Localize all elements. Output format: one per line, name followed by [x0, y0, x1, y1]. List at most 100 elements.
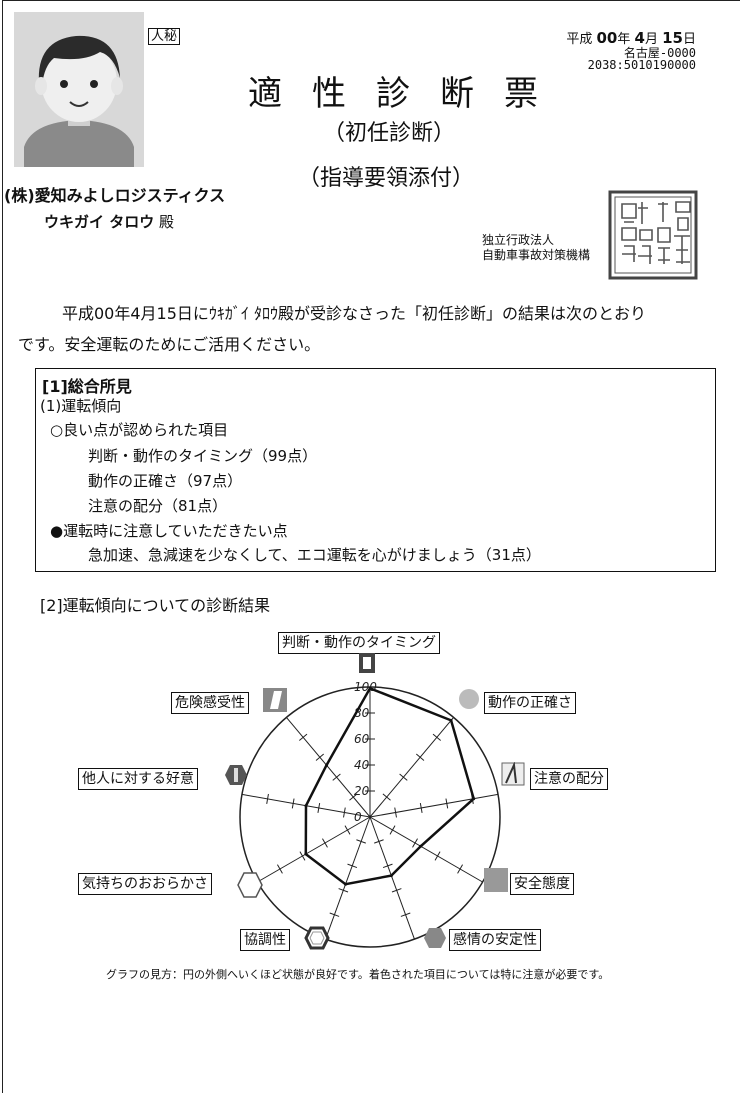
recipient-honorific: 殿 [159, 213, 175, 231]
radar-axis-line [286, 717, 371, 818]
chart-caption: グラフの見方：円の外側へいくほど状態が良好です。着色された項目については特に注意… [106, 968, 610, 981]
intro-line-2: です。安全運転のためにご活用ください。 [18, 335, 321, 354]
radar-tick-label: 0 [354, 810, 362, 824]
radar-data-point [472, 797, 476, 801]
radar-tick [266, 793, 269, 804]
radar-tick-label: 20 [354, 784, 370, 798]
radar-data-point [419, 844, 423, 848]
page-border-top [2, 0, 740, 1]
axis-label-timing: 判断・動作のタイミング [278, 632, 440, 654]
accuracy-marker-icon [459, 689, 479, 709]
radar-data-point [344, 882, 348, 886]
official-seal [608, 190, 698, 280]
issuer-line-2: 自動車事故対策機構 [482, 248, 591, 262]
radar-data-point [304, 804, 308, 808]
radar-tick [457, 864, 463, 874]
radar-axis-line [369, 793, 499, 818]
timing-marker-icon [359, 653, 375, 673]
radar-data-polygon [304, 686, 476, 886]
generosity-marker-icon [237, 872, 263, 898]
radar-data-point [325, 763, 329, 767]
date-era: 平成 [566, 32, 593, 47]
hazard-marker-icon [263, 688, 287, 712]
radar-tick [389, 825, 396, 835]
radar-tick [399, 773, 408, 781]
radar-tick [434, 851, 441, 861]
axis-label-goodwill: 他人に対する好意 [78, 768, 198, 790]
confidential-mark: 人秘 [148, 28, 181, 45]
axis-label-emotion: 感情の安定性 [449, 929, 541, 951]
issuer-line-1: 独立行政法人 [482, 233, 555, 247]
good-point-item: 注意の配分（81点） [88, 497, 228, 515]
caution-point-item: 急加速、急減速を少なくして、エコ運転を心がけましょう（31点） [88, 546, 541, 564]
intro-line-1: 平成00年4月15日にｳｷｶﾞｲ ﾀﾛｳ殿が受診なさった「初任診断」の結果は次の… [62, 304, 646, 323]
radar-tick [391, 888, 402, 893]
radar-tick [432, 733, 442, 741]
overall-findings-box: [1]総合所見 (1)運転傾向 ○良い点が認められた項目 判断・動作のタイミング… [35, 368, 716, 572]
document-subtitle: （初任診断） [323, 121, 456, 146]
axis-label-generosity: 気持ちのおおらかさ [78, 873, 212, 895]
date-month: 4 [634, 29, 645, 47]
radar-data-point [449, 718, 453, 722]
intro-paragraph: 平成00年4月15日にｳｷｶﾞｲ ﾀﾛｳ殿が受診なさった「初任診断」の結果は次の… [18, 298, 718, 360]
safety-marker-icon [484, 868, 508, 892]
radar-tick [343, 807, 346, 818]
recipient-line: ウキガイ タロウ 殿 [44, 211, 174, 232]
serial-number: 2038:5010190000 [587, 58, 696, 72]
date-day-unit: 日 [682, 32, 696, 47]
radar-tick [315, 753, 325, 761]
radar-tick [445, 798, 449, 809]
emotion-marker-icon [424, 928, 446, 948]
radar-tick [412, 838, 418, 848]
date-month-unit: 月 [644, 32, 658, 47]
axis-label-cooperation: 協調性 [240, 929, 290, 951]
section1-subheading: (1)運転傾向 [40, 397, 122, 415]
axis-label-hazard: 危険感受性 [171, 692, 249, 714]
radar-tick [344, 825, 351, 835]
issue-date: 平成 00年 4月 15日 [566, 28, 696, 47]
radar-tick [400, 912, 411, 917]
radar-tick [356, 839, 366, 844]
issuer-block: 独立行政法人 自動車事故対策機構 [482, 233, 590, 263]
document-title: 適性診断票 [248, 74, 568, 114]
office-code: 名古屋-0000 [623, 46, 696, 60]
radar-tick-label: 40 [354, 758, 370, 772]
page-border-left [2, 0, 3, 1093]
radar-tick [329, 912, 340, 917]
radar-tick [291, 798, 295, 809]
document-subtitle-guidance: （指導要領添付） [298, 166, 475, 191]
radar-data-point [368, 686, 372, 690]
company-name: (株)愛知みよしロジスティクス [4, 186, 226, 205]
attention-marker-icon [501, 762, 525, 786]
radar-tick [415, 753, 425, 761]
date-block: 平成 00年 4月 15日 名古屋-0000 2038:5010190000 [566, 28, 696, 71]
radar-tick [322, 838, 328, 848]
radar-tick [374, 839, 384, 844]
radar-axis-line [325, 816, 371, 940]
radar-tick [299, 851, 306, 861]
date-day: 15 [662, 29, 683, 47]
applicant-photo [14, 12, 144, 167]
radar-tick [394, 807, 397, 818]
radar-axis-line [369, 816, 415, 940]
section1-heading: [1]総合所見 [42, 377, 132, 396]
cooperation-marker-icon [304, 926, 330, 950]
recipient-name: ウキガイ タロウ [44, 213, 155, 231]
radar-tick [349, 793, 358, 801]
radar-tick [382, 863, 393, 869]
radar-data-point [389, 874, 393, 878]
radar-axis-line [257, 816, 371, 883]
caution-points-heading: ●運転時に注意していただきたい点 [50, 522, 288, 540]
axis-label-attention: 注意の配分 [530, 768, 608, 790]
axis-label-safety: 安全態度 [510, 873, 574, 895]
radar-tick [277, 864, 283, 874]
date-year-unit: 年 [617, 32, 631, 47]
radar-tick [419, 802, 423, 813]
goodwill-marker-icon [225, 765, 247, 785]
good-points-heading: ○良い点が認められた項目 [50, 421, 229, 439]
radar-tick [338, 888, 349, 893]
radar-tick [382, 793, 391, 801]
radar-tick-label: 100 [354, 680, 377, 694]
radar-axis-line [369, 717, 454, 818]
